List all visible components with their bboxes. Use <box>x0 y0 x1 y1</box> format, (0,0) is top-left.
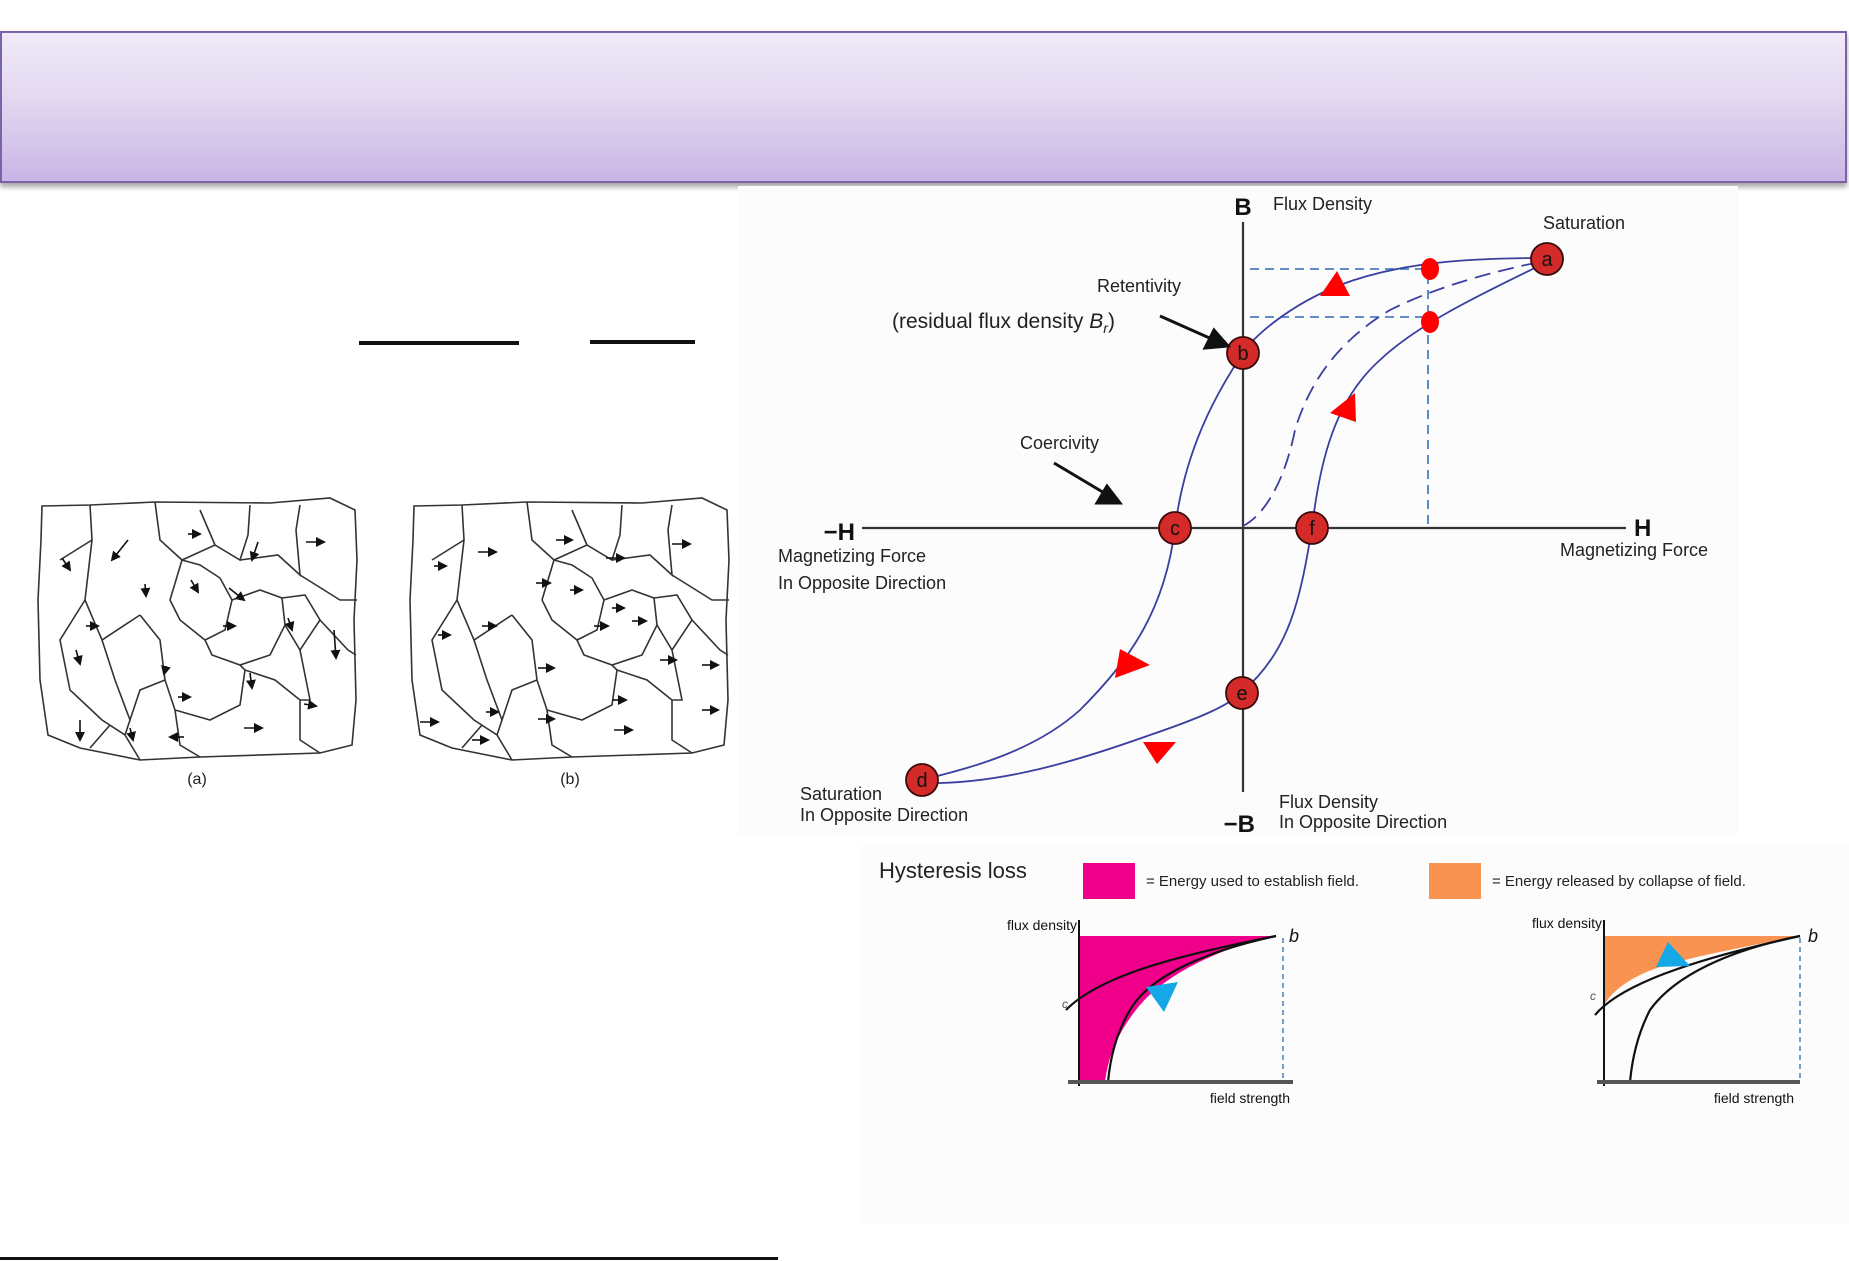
left-xlabel: field strength <box>1210 1090 1290 1106</box>
axis-neg-h-desc-1: Magnetizing Force <box>778 546 926 566</box>
loss-chart-right: flux density field strength b c <box>1532 915 1818 1106</box>
arrow-down-icon <box>1143 742 1176 764</box>
coercivity-label: Coercivity <box>1020 433 1099 453</box>
left-ylabel: flux density <box>1007 917 1077 933</box>
domain-arrows-a <box>61 529 341 742</box>
svg-text:d: d <box>916 770 927 792</box>
legend-swatch-established <box>1083 863 1135 899</box>
domain-label-a: (a) <box>187 771 207 788</box>
point-d: d <box>905 763 939 797</box>
axis-neg-b-desc-2: In Opposite Direction <box>1279 812 1447 832</box>
right-xlabel: field strength <box>1714 1090 1794 1106</box>
svg-text:f: f <box>1309 518 1315 540</box>
point-b: b <box>1226 336 1260 370</box>
guide-lines <box>1250 268 1430 528</box>
legend-label-released: = Energy released by collapse of field. <box>1492 873 1746 890</box>
hysteresis-loss-title: Hysteresis loss <box>879 858 1027 883</box>
residual-flux-label: (residual flux density Br) <box>892 310 1115 336</box>
hysteresis-image-bg <box>738 186 1738 836</box>
domain-arrows-b <box>420 535 720 745</box>
blank-underline-2 <box>590 340 695 344</box>
arrow-down-left-icon <box>1115 649 1150 678</box>
footer-rule <box>0 1257 778 1260</box>
saturation-opposite-label-2: In Opposite Direction <box>800 805 968 825</box>
curve-d-e-f-a <box>921 261 1548 784</box>
axis-neg-b-label: −B <box>1224 811 1255 838</box>
saturation-opposite-label-1: Saturation <box>800 784 882 804</box>
curve-a-b-c-d <box>921 257 1548 781</box>
direction-arrows <box>1115 271 1356 764</box>
svg-text:e: e <box>1236 683 1247 705</box>
cyan-arrow-up-icon <box>1146 982 1178 1012</box>
hysteresis-curves <box>921 257 1548 784</box>
svg-text:a: a <box>1541 249 1553 271</box>
saturation-label: Saturation <box>1543 213 1625 233</box>
point-e: e <box>1225 676 1259 710</box>
axis-h-description: Magnetizing Force <box>1560 540 1708 560</box>
right-point-b: b <box>1808 926 1818 946</box>
arrow-up-left-icon <box>1330 393 1356 422</box>
initial-magnetization-curve <box>1242 261 1541 527</box>
axis-b-label: B <box>1234 194 1251 221</box>
guide-point-upper <box>1421 258 1439 280</box>
arrow-up-icon <box>1320 271 1350 296</box>
domain-diagram-a <box>37 497 358 761</box>
loss-image-bg <box>860 845 1849 1225</box>
cyan-arrow-left-icon <box>1656 942 1690 967</box>
legend-label-established: = Energy used to establish field. <box>1146 873 1359 890</box>
energy-established-area <box>1079 936 1276 1082</box>
point-c: c <box>1158 511 1192 545</box>
right-ylabel: flux density <box>1532 915 1602 931</box>
axis-h-label: H <box>1634 515 1651 542</box>
right-point-c: c <box>1590 989 1596 1003</box>
axis-neg-h-desc-2: In Opposite Direction <box>778 573 946 593</box>
axis-neg-b-desc-1: Flux Density <box>1279 792 1378 812</box>
axis-neg-h-label: −H <box>824 519 855 546</box>
domain-label-b: (b) <box>560 771 580 788</box>
domain-diagram-b <box>409 497 730 761</box>
retentivity-label: Retentivity <box>1097 276 1181 296</box>
energy-released-area <box>1604 936 1800 1005</box>
svg-text:c: c <box>1170 518 1180 540</box>
slide-title-banner <box>0 31 1847 183</box>
loss-chart-left: flux density field strength b c <box>1007 917 1299 1106</box>
blank-underline-1 <box>359 341 519 345</box>
left-point-b: b <box>1289 926 1299 946</box>
point-a: a <box>1530 242 1564 276</box>
guide-point-lower <box>1421 311 1439 333</box>
axis-b-description: Flux Density <box>1273 194 1372 214</box>
legend-swatch-released <box>1429 863 1481 899</box>
svg-text:b: b <box>1237 343 1248 365</box>
point-f: f <box>1295 511 1329 545</box>
callout-arrows <box>1053 314 1232 505</box>
left-point-c: c <box>1062 997 1068 1011</box>
